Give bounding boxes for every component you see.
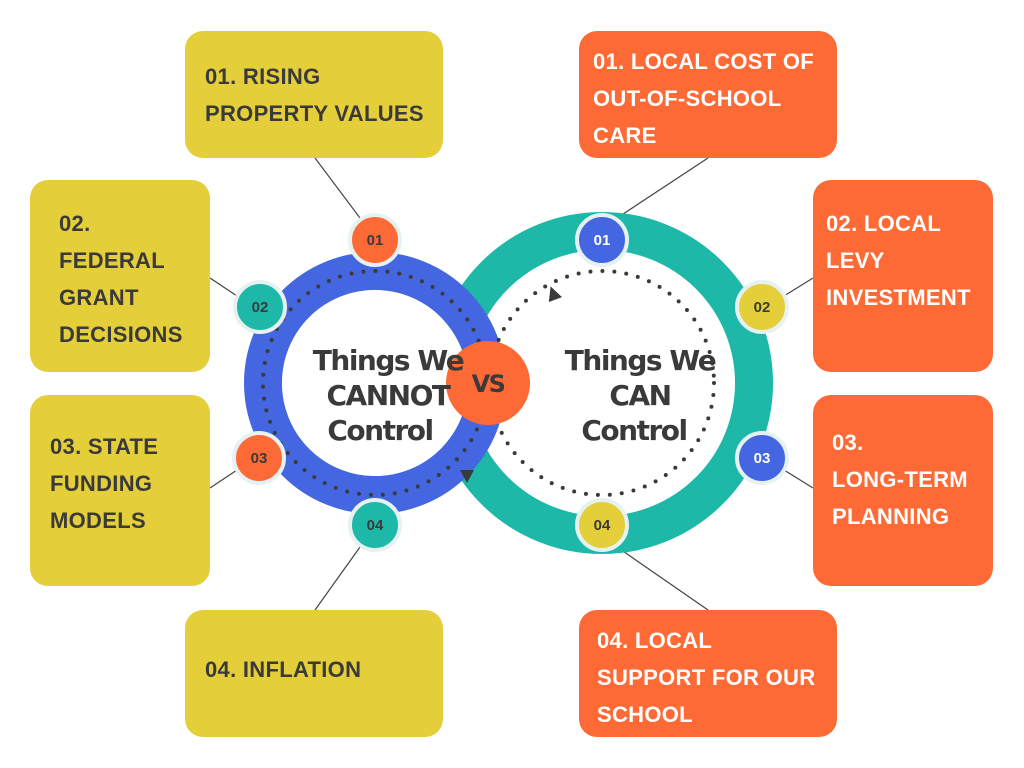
number-badge	[575, 498, 629, 552]
arrow-icon	[548, 286, 562, 302]
item-text: 02. LOCAL	[826, 211, 942, 236]
connector-line	[616, 546, 709, 611]
connector-line	[314, 546, 361, 611]
vs-badge	[446, 341, 530, 425]
item-text: 02.	[59, 211, 91, 236]
left-title: Things We CANNOT Control	[313, 344, 465, 447]
cannot-item-3: 03. STATE FUNDING MODELS	[30, 395, 210, 586]
item-text: FUNDING	[50, 471, 153, 496]
item-text: OUT-OF-SCHOOL	[593, 86, 782, 111]
item-text: 04. LOCAL	[597, 628, 713, 653]
number-badge-label: 04	[367, 517, 384, 534]
number-badge	[575, 213, 629, 267]
number-badge-label: 01	[594, 232, 611, 249]
item-text: INVESTMENT	[826, 285, 971, 310]
item-text: SUPPORT FOR OUR	[597, 665, 816, 690]
right-title-line: Control	[581, 414, 686, 447]
item-text: 04. INFLATION	[205, 657, 362, 682]
arrow-icon	[460, 470, 474, 483]
right-title-line: CAN	[609, 379, 670, 412]
item-text: FEDERAL	[59, 248, 165, 273]
number-badge	[233, 280, 287, 334]
item-text: 03. STATE	[50, 434, 159, 459]
connector-line	[314, 157, 361, 219]
connector-line	[783, 277, 814, 297]
cannot-item-4: 04. INFLATION	[185, 610, 443, 737]
can-item-3: 03. LONG-TERM PLANNING	[813, 395, 993, 586]
item-text: MODELS	[50, 508, 146, 533]
item-text: LEVY	[826, 248, 885, 273]
can-dotted-path	[488, 269, 716, 497]
item-text: SCHOOL	[597, 702, 693, 727]
can-control-center	[509, 290, 695, 476]
number-badge-label: 02	[252, 299, 269, 316]
cannot-control-center	[282, 290, 468, 476]
connector-lines	[209, 157, 814, 611]
number-badge	[735, 280, 789, 334]
item-text: GRANT	[59, 285, 139, 310]
can-item-4: 04. LOCAL SUPPORT FOR OUR SCHOOL	[579, 610, 837, 737]
item-text: LONG-TERM	[832, 467, 968, 492]
can-item-1: 01. LOCAL COST OF OUT-OF-SCHOOL CARE	[579, 31, 837, 158]
number-badge-label: 03	[251, 450, 268, 467]
cannot-item-2: 02. FEDERAL GRANT DECISIONS	[30, 180, 210, 372]
number-badge	[348, 213, 402, 267]
number-badge-label: 04	[594, 517, 611, 534]
connector-line	[209, 277, 238, 297]
left-title-line: CANNOT	[327, 379, 451, 412]
right-title: Things We CAN Control	[565, 344, 717, 447]
item-text: PLANNING	[832, 504, 950, 529]
item-text: 01. RISING	[205, 64, 321, 89]
connector-line	[783, 469, 814, 489]
right-title-line: Things We	[565, 344, 716, 377]
left-title-line: Control	[327, 414, 432, 447]
left-title-line: Things We	[313, 344, 464, 377]
number-badge-label: 03	[754, 450, 771, 467]
item-text: DECISIONS	[59, 322, 183, 347]
connector-line	[209, 469, 238, 489]
item-text: CARE	[593, 123, 657, 148]
number-badge-label: 01	[367, 232, 384, 249]
item-text: 03.	[832, 430, 864, 455]
number-badge	[232, 431, 286, 485]
number-badge	[348, 498, 402, 552]
number-badge-label: 02	[754, 299, 771, 316]
can-item-2: 02. LOCAL LEVY INVESTMENT	[813, 180, 993, 372]
vs-label: VS	[472, 370, 505, 398]
item-text: PROPERTY VALUES	[205, 101, 424, 126]
item-text: 01. LOCAL COST OF	[593, 49, 815, 74]
number-badge	[735, 431, 789, 485]
connector-line	[616, 157, 709, 219]
cannot-item-1: 01. RISING PROPERTY VALUES	[185, 31, 443, 158]
